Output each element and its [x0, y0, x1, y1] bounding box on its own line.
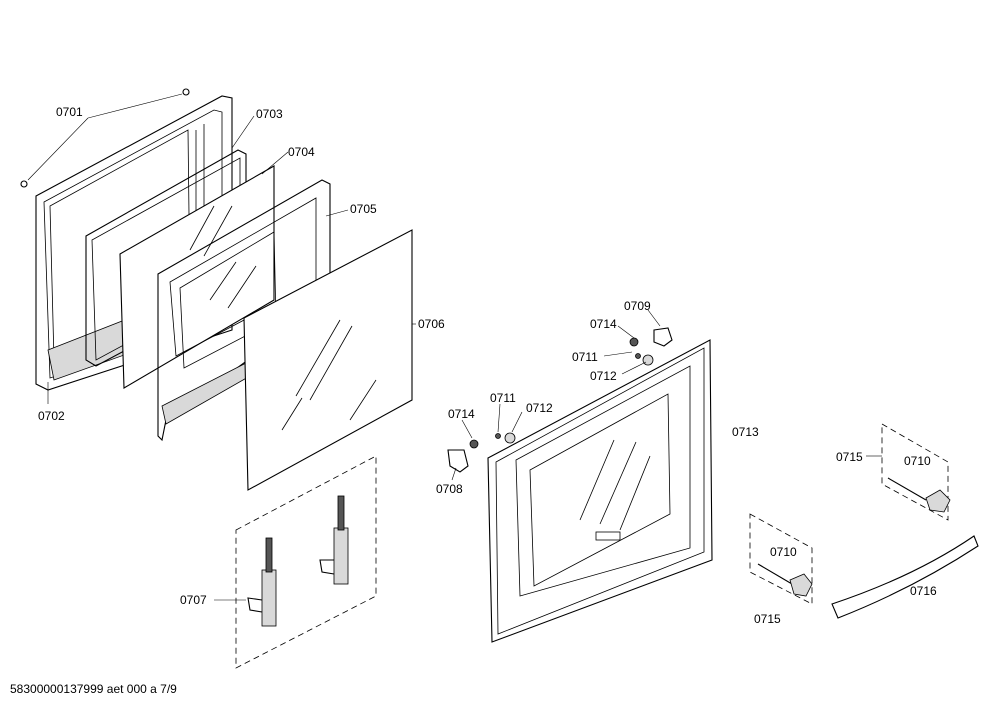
label-0707: 0707	[180, 593, 207, 607]
label-0716: 0716	[910, 584, 937, 598]
part-handle-bar	[831, 535, 979, 619]
part-outer-glass	[243, 229, 413, 491]
part-hardware-left	[447, 432, 516, 473]
label-0701: 0701	[56, 105, 83, 119]
label-0708: 0708	[436, 482, 463, 496]
label-0704: 0704	[288, 145, 315, 159]
label-0713: 0713	[732, 425, 759, 439]
label-0715-upper: 0715	[836, 450, 863, 464]
label-0712-left: 0712	[526, 401, 553, 415]
label-0714-right: 0714	[590, 317, 617, 331]
label-0712-right: 0712	[590, 369, 617, 383]
label-0715-lower: 0715	[754, 612, 781, 626]
label-0711-right: 0711	[572, 350, 598, 364]
part-hardware-right	[629, 327, 673, 366]
leader-lines	[27, 93, 882, 601]
footer-doc-id: 58300000137999 aet 000 a 7/9	[10, 682, 177, 696]
label-0706: 0706	[418, 317, 445, 331]
part-handle-mount-lower	[749, 513, 813, 605]
label-0703: 0703	[256, 107, 283, 121]
label-0714-left: 0714	[448, 407, 475, 421]
part-hinges-group	[235, 455, 377, 669]
label-0710-lower: 0710	[770, 545, 797, 559]
part-door-front	[487, 339, 713, 643]
label-0711-left: 0711	[490, 391, 516, 405]
label-0710-upper: 0710	[904, 454, 931, 468]
label-0705: 0705	[350, 202, 377, 216]
part-handle-mount-upper	[881, 423, 951, 521]
label-0709: 0709	[624, 299, 651, 313]
label-0702: 0702	[38, 409, 65, 423]
